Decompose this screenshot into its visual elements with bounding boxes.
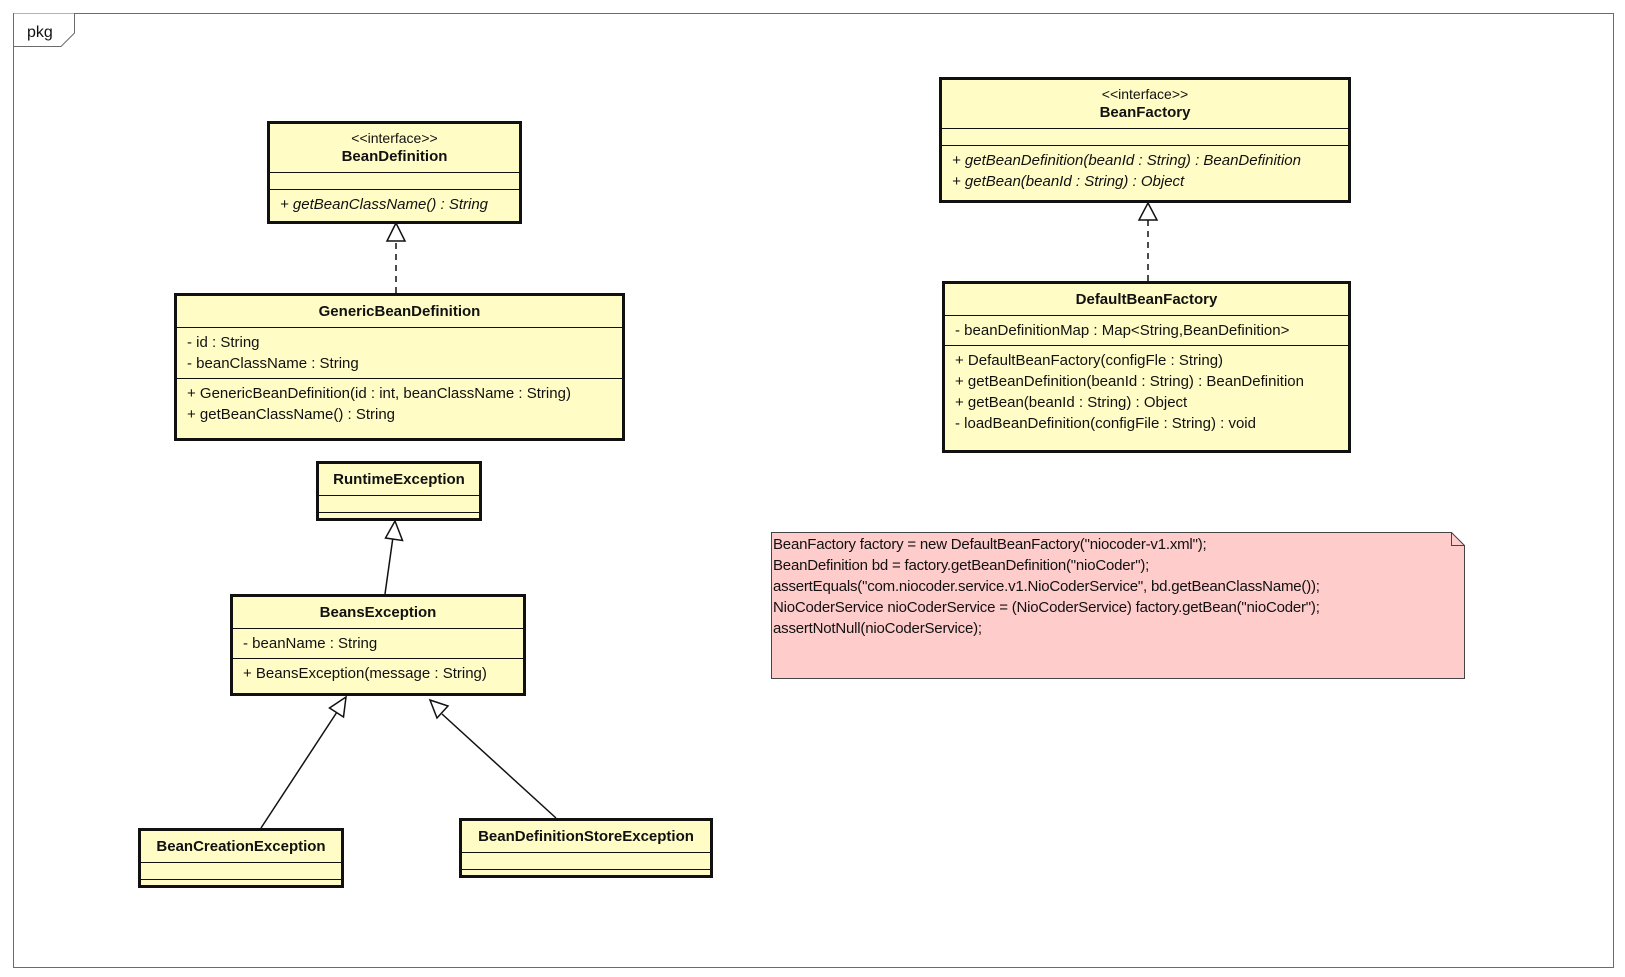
operations-section [141,879,341,896]
class-bean-creation-exception[interactable]: BeanCreationException [138,828,344,888]
generalization-edge-store-to-beans [441,713,557,819]
operations-section: + getBeanClassName() : String [270,189,519,219]
operation-row: + GenericBeanDefinition(id : int, beanCl… [187,385,571,402]
class-header: DefaultBeanFactory [945,284,1348,315]
note-line: NioCoderService nioCoderService = (NioCo… [773,599,1320,616]
class-name: GenericBeanDefinition [318,303,481,320]
operation-row: + getBean(beanId : String) : Object [952,173,1185,190]
class-header: BeanDefinitionStoreException [462,821,710,852]
package-label: pkg [27,24,53,41]
note-line: BeanDefinition bd = factory.getBeanDefin… [773,557,1150,574]
operation-row: + getBeanClassName() : String [280,196,489,213]
class-name: BeanFactory [1099,104,1191,121]
operations-section: + GenericBeanDefinition(id : int, beanCl… [177,378,622,429]
class-bean-factory[interactable]: <<interface>> BeanFactory + getBeanDefin… [939,77,1351,203]
class-name: DefaultBeanFactory [1075,291,1218,308]
attributes-section [319,495,479,512]
operations-section: + getBeanDefinition(beanId : String) : B… [942,145,1348,196]
class-bean-definition[interactable]: <<interface>> BeanDefinition + getBeanCl… [267,121,522,224]
operation-row: + DefaultBeanFactory(configFle : String) [955,352,1224,369]
class-name: BeanDefinition [341,148,448,165]
generalization-arrowhead-beans-right [428,698,450,720]
attributes-section [270,172,519,189]
attributes-section [942,128,1348,145]
operations-section [462,869,710,886]
operations-section: + BeansException(message : String) [233,658,523,688]
class-name: RuntimeException [333,471,465,488]
attribute-row: - beanClassName : String [187,355,359,372]
class-default-bean-factory[interactable]: DefaultBeanFactory - beanDefinitionMap :… [942,281,1351,453]
attribute-row: - id : String [187,334,260,351]
operation-row: - loadBeanDefinition(configFile : String… [955,415,1256,432]
attributes-section: - id : String - beanClassName : String [177,327,622,378]
operation-row: + BeansException(message : String) [243,665,487,682]
attribute-row: - beanName : String [243,635,378,652]
attributes-section: - beanDefinitionMap : Map<String,BeanDef… [945,315,1348,345]
attribute-row: - beanDefinitionMap : Map<String,BeanDef… [955,322,1290,339]
realization-arrowhead-beanfactory [1137,201,1159,221]
operation-row: + getBeanDefinition(beanId : String) : B… [955,373,1304,390]
class-generic-bean-definition[interactable]: GenericBeanDefinition - id : String - be… [174,293,625,441]
class-header: RuntimeException [319,464,479,495]
operation-row: + getBean(beanId : String) : Object [955,394,1188,411]
package-frame-tab [13,13,75,47]
stereotype-label: <<interface>> [1101,86,1189,102]
class-header: <<interface>> BeanFactory [942,80,1348,128]
operations-section [319,512,479,529]
package-frame [13,13,1614,968]
stereotype-label: <<interface>> [351,130,438,146]
note-line: assertNotNull(nioCoderService); [773,620,982,637]
attributes-section [462,852,710,869]
operations-section: + DefaultBeanFactory(configFle : String)… [945,345,1348,438]
class-name: BeanCreationException [156,838,326,855]
operation-row: + getBeanDefinition(beanId : String) : B… [952,152,1301,169]
note-line: BeanFactory factory = new DefaultBeanFac… [773,536,1207,553]
note-line: assertEquals("com.niocoder.service.v1.Ni… [773,578,1320,595]
class-header: GenericBeanDefinition [177,296,622,327]
generalization-arrowhead-runtime [384,519,404,542]
class-header: BeanCreationException [141,831,341,862]
operation-row: + getBeanClassName() : String [187,406,396,423]
class-header: BeansException [233,597,523,628]
class-beans-exception[interactable]: BeansException - beanName : String + Bea… [230,594,526,696]
note-shape [771,532,1465,679]
generalization-edge-creation-to-beans [260,711,338,829]
class-name: BeansException [319,604,437,621]
class-runtime-exception[interactable]: RuntimeException [316,461,482,521]
class-bean-definition-store-exception[interactable]: BeanDefinitionStoreException [459,818,713,878]
code-note[interactable]: BeanFactory factory = new DefaultBeanFac… [772,533,1452,678]
generalization-edge-beans-to-runtime [384,536,394,595]
class-header: <<interface>> BeanDefinition [270,124,519,172]
generalization-arrowhead-beans-left [328,695,347,719]
class-name: BeanDefinitionStoreException [478,828,694,845]
note-fold [1451,532,1465,546]
attributes-section [141,862,341,879]
attributes-section: - beanName : String [233,628,523,658]
realization-arrowhead-beandefinition [385,221,407,242]
